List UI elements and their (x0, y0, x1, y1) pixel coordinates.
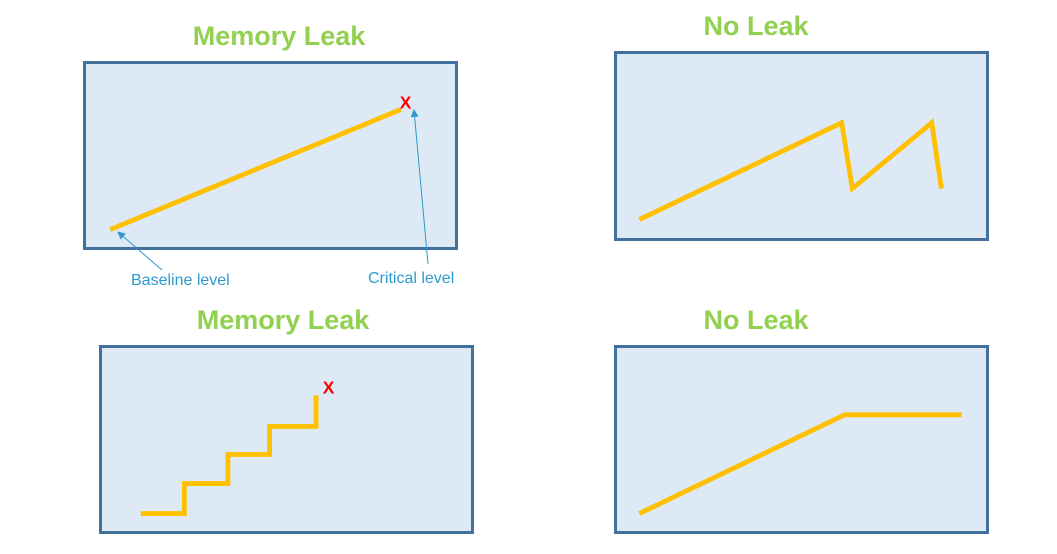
memory-leak-linear-panel: X (83, 61, 458, 250)
critical-level-label: Critical level (368, 270, 455, 287)
memory-leak-stepwise-panel: X (99, 345, 474, 534)
baseline-level-label: Baseline level (131, 272, 230, 289)
no-leak-release-panel (614, 51, 989, 241)
panel-title-memory-leak-bottom: Memory Leak (196, 305, 370, 335)
no-leak-plateau-graph (638, 412, 962, 516)
memory-usage-line-plateau (638, 412, 962, 516)
memory-leak-linear-graph: X (109, 93, 412, 232)
panel-title-memory-leak-top: Memory Leak (192, 21, 366, 51)
no-leak-plateau-panel (614, 345, 989, 534)
critical-marker-linear: X (400, 93, 412, 113)
critical-marker-stepwise: X (323, 378, 335, 398)
panel-title-no-leak-top: No Leak (703, 11, 809, 41)
no-leak-release-graph (638, 118, 944, 222)
panel-title-no-leak-bottom: No Leak (703, 305, 809, 335)
memory-usage-line-stepwise (140, 395, 319, 516)
memory-leak-stepwise-graph: X (140, 378, 335, 516)
memory-usage-line-release (638, 118, 944, 222)
memory-usage-line-linear (109, 107, 402, 232)
